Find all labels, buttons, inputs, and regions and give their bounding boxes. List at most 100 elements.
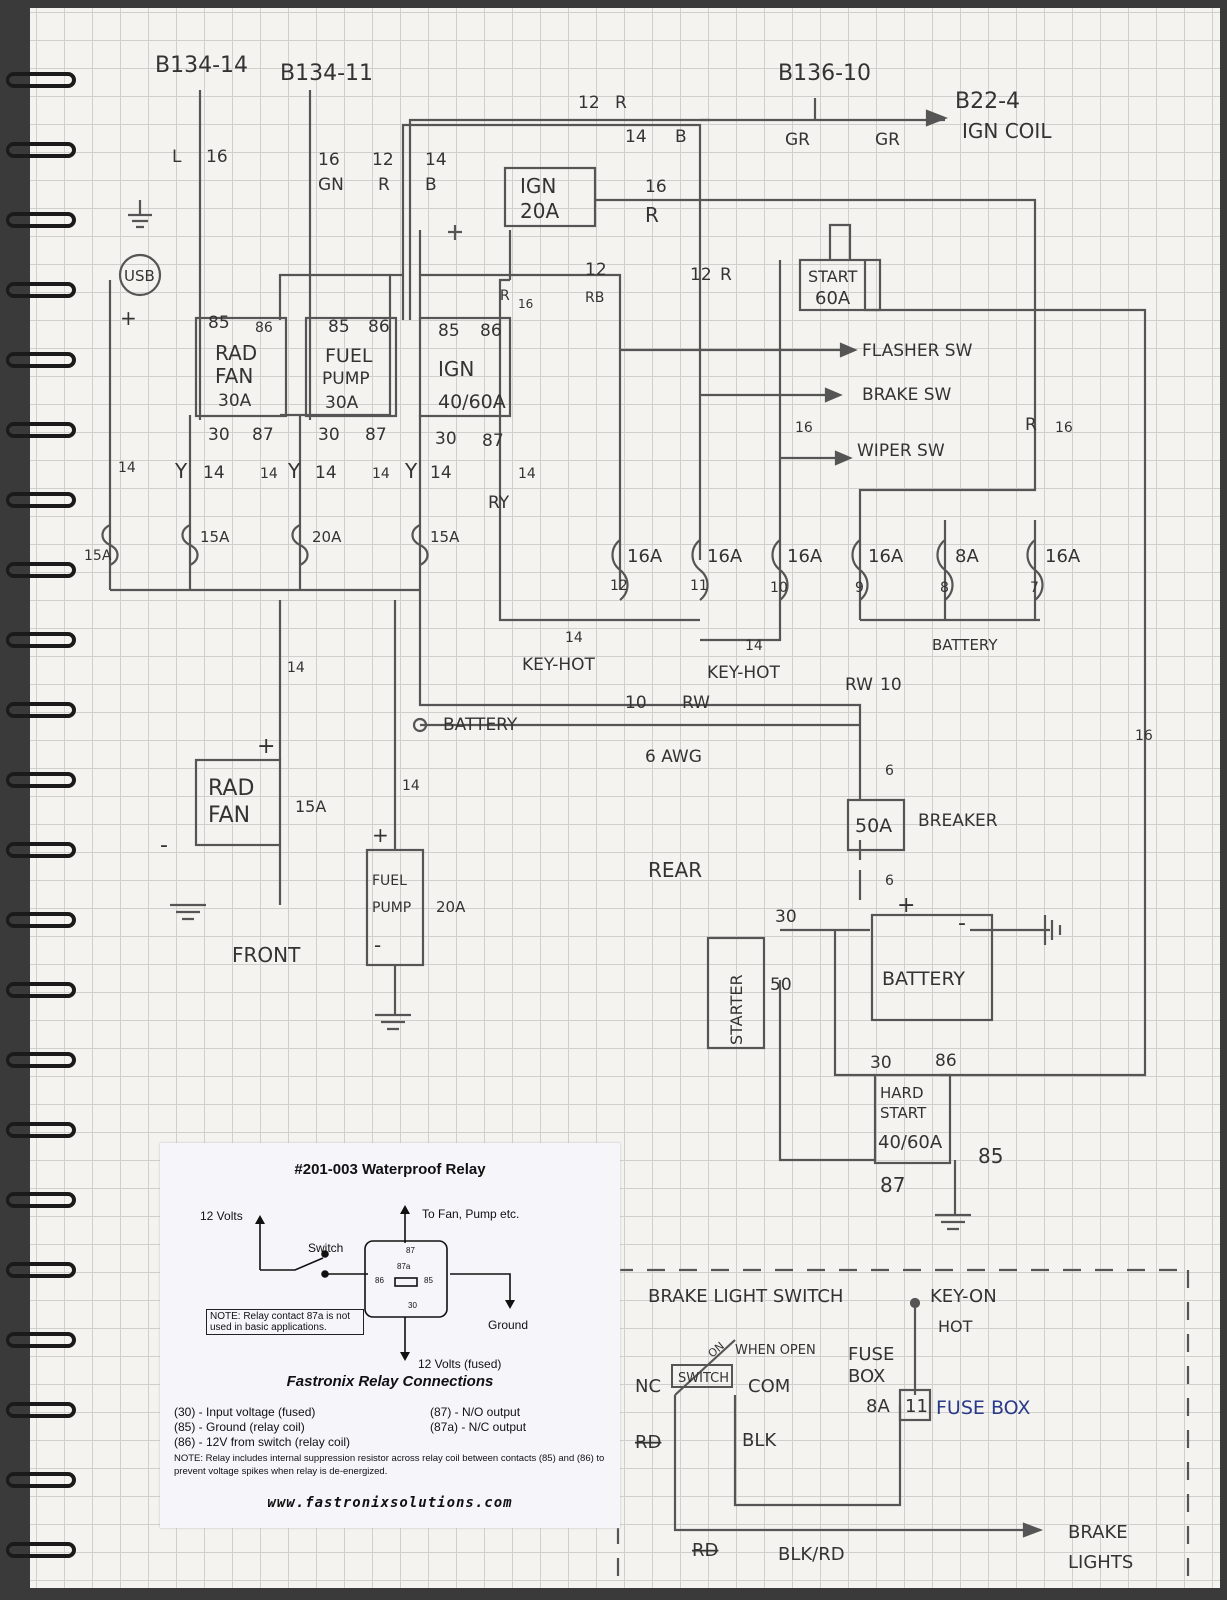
relay-pump-pin86: 86: [368, 317, 390, 337]
label-ign-coil: IGN COIL: [962, 119, 1052, 143]
card-switch: Switch: [308, 1241, 344, 1255]
card-subtitle: Fastronix Relay Connections: [286, 1373, 494, 1390]
wire-b-top: B: [675, 127, 687, 147]
wire-14-l6: 14: [430, 463, 452, 483]
fuse-12-amp: 16A: [627, 546, 663, 567]
binding-ring: [6, 982, 76, 998]
relay-rad-fan: [194, 316, 288, 418]
relay-ign-pin30: 30: [435, 429, 457, 449]
brake-blk-rd: BLK/RD: [778, 1544, 845, 1565]
wire-6awg: 6 AWG: [645, 747, 702, 767]
brake-switch-box: SWITCH: [678, 1371, 729, 1386]
brake-blk: BLK: [742, 1430, 777, 1451]
fuse-7-num: 7: [1030, 580, 1039, 596]
battery-terminal: [412, 717, 428, 733]
binding-ring: [6, 1332, 76, 1348]
wire-ry: RY: [488, 493, 510, 513]
fuse-8-num: 8: [940, 580, 949, 596]
card-title: #201-003 Waterproof Relay: [294, 1161, 486, 1178]
wire-86-hard: 86: [935, 1051, 957, 1071]
relay-pump-amp: 30A: [325, 393, 359, 413]
fuse-15a: 15A: [200, 528, 230, 546]
brake-lights-2: LIGHTS: [1068, 1552, 1133, 1573]
battery-cable-label: BATTERY: [443, 715, 518, 735]
output-arrows: [824, 342, 858, 466]
fuse-15a-usb: 15A: [84, 548, 112, 564]
card-conn-87: (87) - N/O output: [430, 1405, 521, 1419]
binding-ring: [6, 1402, 76, 1418]
brake-switch-title: BRAKE LIGHT SWITCH: [648, 1286, 843, 1307]
card-12-volts: 12 Volts: [200, 1209, 243, 1223]
wire-16-wiper: 16: [795, 420, 813, 436]
card-pin-30: 30: [408, 1301, 417, 1310]
card-conn-30: (30) - Input voltage (fused): [174, 1405, 316, 1419]
card-pin-85: 85: [424, 1276, 433, 1285]
fastronix-relay-card: #201-003 Waterproof Relay 12 Volts To Fa…: [160, 1143, 620, 1528]
wire-14-keyhot2: 14: [745, 638, 763, 654]
wire-r-small: R: [500, 288, 510, 304]
rad-fan-motor-amp: 15A: [295, 797, 326, 816]
brake-com: COM: [748, 1376, 790, 1397]
binding-ring: [6, 1542, 76, 1558]
wire-16-far: 16: [1135, 728, 1153, 744]
wire-rw-10b: 10: [880, 675, 902, 695]
usb-plus-sign: +: [120, 306, 137, 330]
card-relay-diagram: 87 87a 86 85 30: [255, 1205, 515, 1361]
brake-fuse-box-1: FUSE: [848, 1344, 894, 1365]
wire-rw: RW: [682, 693, 710, 713]
fan-minus-sign: -: [160, 833, 168, 858]
wire-14-top: 14: [625, 127, 647, 147]
relay-ign-pin85: 85: [438, 321, 460, 341]
wire-rw-10a: RW: [845, 675, 873, 695]
fuel-pump-motor: [365, 848, 425, 967]
label-b134-11: B134-11: [280, 61, 373, 86]
relay-pump-pin30: 30: [318, 425, 340, 445]
output-wiper-sw: WIPER SW: [857, 441, 945, 461]
fuse-10-amp: 16A: [787, 546, 823, 567]
wire-r-top: R: [615, 93, 627, 113]
wire-12-mid: 12: [690, 265, 712, 285]
wire-r-right: R: [1025, 415, 1037, 435]
binding-ring: [6, 842, 76, 858]
rad-fan-motor-name1: RAD: [208, 776, 254, 801]
fuse-7-amp: 16A: [1045, 546, 1081, 567]
fuse-ign-amp: 20A: [520, 199, 559, 223]
wire-14-ry: 14: [518, 466, 536, 482]
binding-ring: [6, 1192, 76, 1208]
front-label: FRONT: [232, 943, 301, 967]
wire-14-l4: 14: [315, 463, 337, 483]
binding-ring: [6, 702, 76, 718]
relay-rad-pin86: 86: [255, 320, 273, 336]
relay-rad-amp: 30A: [218, 391, 252, 411]
wire-14-l3: 14: [260, 466, 278, 482]
fusebox-battery-label: BATTERY: [932, 636, 998, 654]
fuse-start-amp: 60A: [815, 288, 851, 309]
binding-ring: [6, 562, 76, 578]
fuse-9-amp: 16A: [868, 546, 904, 567]
wire-16-right: 16: [1055, 420, 1073, 436]
relay-hard-name1: HARD: [880, 1084, 924, 1102]
fuel-pump-motor-amp: 20A: [436, 898, 466, 916]
wire-y2: Y: [287, 459, 301, 483]
wire-14-keyhot1: 14: [565, 630, 583, 646]
key-hot-label-1: KEY-HOT: [522, 655, 596, 675]
relay-hard-start: [873, 1073, 952, 1165]
card-ground: Ground: [488, 1318, 529, 1332]
wire-6a: 6: [885, 763, 894, 779]
relay-rad-pin85: 85: [208, 313, 230, 333]
wire-r-ign: R: [645, 203, 659, 227]
wire-14-l2: 14: [203, 463, 225, 483]
brake-fuse-num: 11: [905, 1396, 928, 1417]
wire-16b: 16: [318, 150, 340, 170]
binding-ring: [6, 632, 76, 648]
key-hot-label-2: KEY-HOT: [707, 663, 781, 683]
card-pin-87a: 87a: [397, 1262, 411, 1271]
fuse-squiggles: [101, 524, 1044, 601]
starter-label: STARTER: [727, 974, 746, 1045]
relay-rad-name2: FAN: [215, 364, 253, 388]
wire-50: 50: [770, 975, 792, 995]
brake-switch-outline: [671, 1364, 733, 1388]
fuse-15a-ign: 15A: [430, 528, 460, 546]
wire-r1: R: [378, 175, 390, 195]
